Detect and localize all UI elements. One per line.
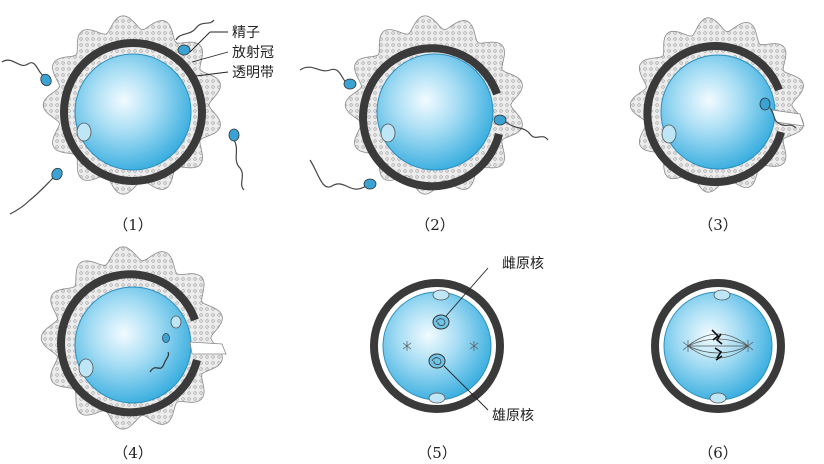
- centrosome: [402, 341, 412, 351]
- chromosomes: [711, 329, 723, 361]
- sperm: [1, 59, 52, 87]
- sperm-inside-egg: [149, 333, 170, 373]
- stage-1: 精子 放射冠 透明带 （1）: [1, 15, 274, 234]
- male-pronucleus: [428, 353, 446, 369]
- egg: [376, 53, 494, 171]
- stage-2: （2）: [299, 15, 549, 234]
- stage-3: （3）: [629, 17, 805, 234]
- zona-pellucida: [57, 270, 201, 417]
- caption-2: （2）: [415, 216, 455, 234]
- zona-pellucida: [60, 39, 206, 185]
- polar-body: [428, 392, 446, 404]
- stage-6: （6）: [651, 279, 785, 462]
- sperm: [299, 66, 357, 90]
- sperm: [309, 159, 377, 190]
- sperm: [759, 97, 797, 129]
- egg: [382, 291, 492, 401]
- label-sperm: 精子: [232, 25, 260, 41]
- centrosome: [742, 340, 754, 352]
- caption-1: （1）: [113, 216, 153, 234]
- label-female-pronucleus: 雌原核: [502, 256, 544, 272]
- female-pronucleus: [432, 314, 450, 330]
- egg: [74, 286, 192, 404]
- centrosome: [682, 340, 694, 352]
- stage-5: 雌原核 雄原核 （5）: [370, 256, 544, 462]
- zona-pellucida: [651, 279, 785, 413]
- label-zona-pellucida: 透明带: [232, 65, 274, 81]
- polar-body: [661, 124, 677, 144]
- polar-body: [78, 358, 94, 378]
- caption-3: （3）: [698, 216, 738, 234]
- zona-pellucida: [643, 42, 785, 187]
- egg: [660, 54, 776, 170]
- polar-body: [76, 122, 92, 142]
- polar-body: [713, 289, 731, 301]
- polar-body: [380, 123, 396, 143]
- zona-pellucida: [370, 279, 504, 413]
- polar-body: [709, 392, 727, 404]
- spindle: [687, 333, 749, 359]
- caption-5: （5）: [417, 444, 457, 462]
- sperm: [9, 167, 63, 215]
- zona-pellucida: [359, 44, 503, 191]
- stage-4: （4）: [40, 246, 227, 462]
- sperm-entry-channel: [189, 341, 227, 355]
- polar-body: [432, 289, 450, 301]
- sperm: [175, 19, 215, 56]
- caption-4: （4）: [113, 444, 153, 462]
- label-male-pronucleus: 雄原核: [492, 408, 534, 424]
- caption-6: （6）: [698, 444, 738, 462]
- second-polar-body: [170, 315, 182, 329]
- centrosome: [469, 341, 479, 351]
- label-corona-radiata: 放射冠: [232, 45, 274, 61]
- sperm: [228, 128, 245, 191]
- egg: [74, 53, 192, 171]
- sperm: [493, 114, 549, 141]
